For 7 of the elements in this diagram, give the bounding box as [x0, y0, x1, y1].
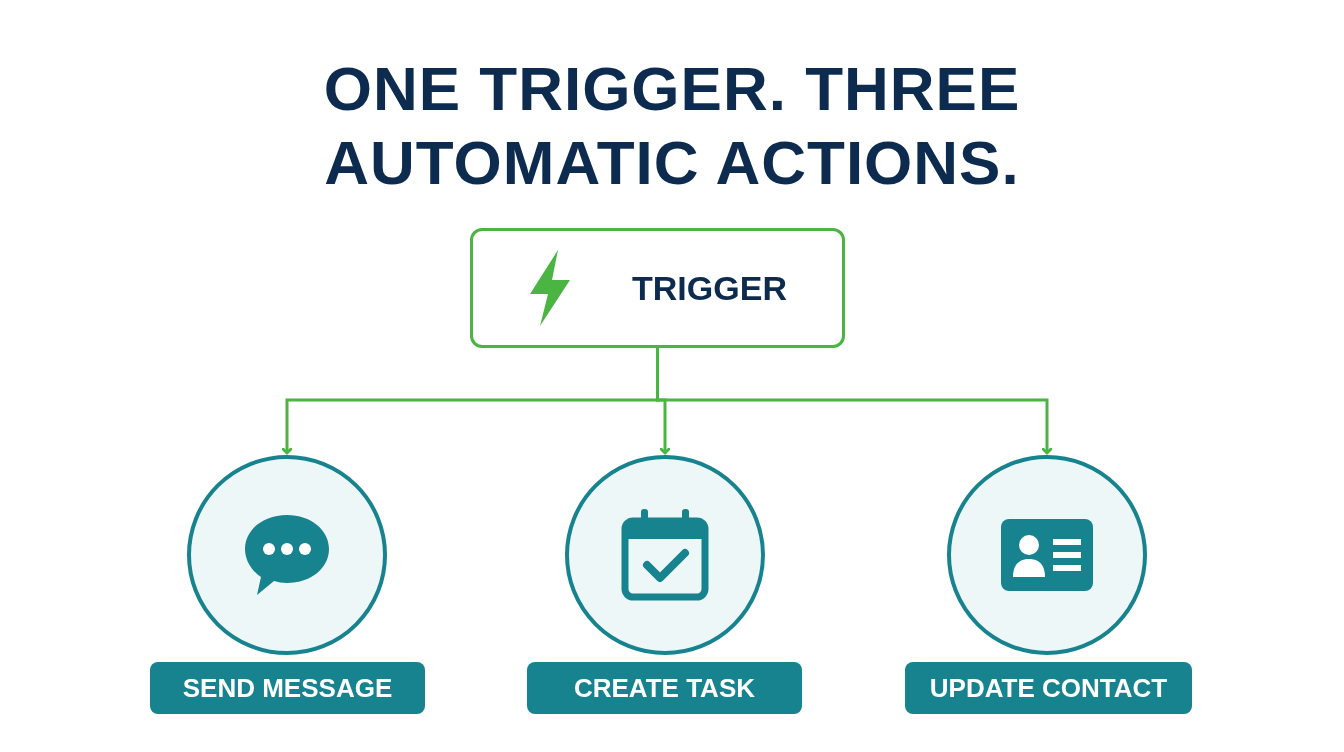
title: ONE TRIGGER. THREE AUTOMATIC ACTIONS. — [322, 53, 1022, 199]
arrow — [656, 348, 1053, 455]
action-label: SEND MESSAGE — [150, 662, 425, 714]
action-label: UPDATE CONTACT — [905, 662, 1192, 714]
trigger-label: TRIGGER — [632, 268, 787, 308]
action-label: CREATE TASK — [527, 662, 802, 714]
trigger-box — [470, 228, 845, 348]
